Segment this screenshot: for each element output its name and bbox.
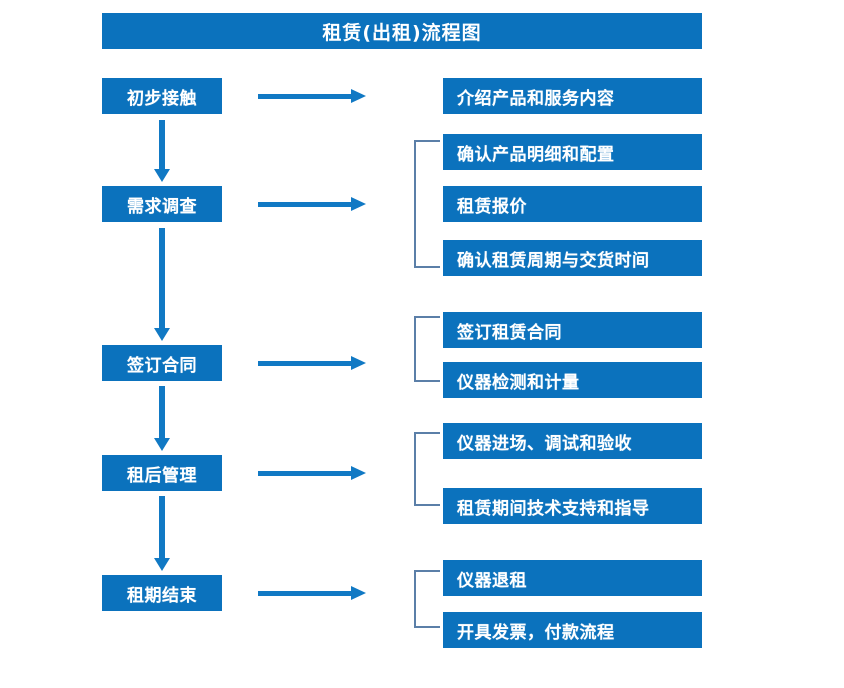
- vertical-arrow-stage1-to-stage2: [154, 120, 170, 182]
- vertical-arrow-stage3-to-stage4: [154, 386, 170, 451]
- detail-box-仪器进场调试和验收[interactable]: 仪器进场、调试和验收: [443, 423, 702, 459]
- diagram-title: 租赁(出租)流程图: [102, 13, 702, 49]
- group-bracket-签订合同: [414, 316, 440, 382]
- detail-box-租赁报价[interactable]: 租赁报价: [443, 186, 702, 222]
- horizontal-arrow-stage4: [258, 466, 366, 480]
- detail-box-仪器退租[interactable]: 仪器退租: [443, 560, 702, 596]
- detail-box-开具发票付款流程[interactable]: 开具发票，付款流程: [443, 612, 702, 648]
- horizontal-arrow-stage5: [258, 586, 366, 600]
- vertical-arrow-stage4-to-stage5: [154, 496, 170, 571]
- stage-box-签订合同[interactable]: 签订合同: [102, 345, 222, 381]
- detail-box-租赁期间技术支持和指导[interactable]: 租赁期间技术支持和指导: [443, 488, 702, 524]
- detail-box-签订租赁合同[interactable]: 签订租赁合同: [443, 312, 702, 348]
- group-bracket-租期结束: [414, 570, 440, 628]
- detail-box-确认租赁周期与交货时间[interactable]: 确认租赁周期与交货时间: [443, 240, 702, 276]
- horizontal-arrow-stage2: [258, 197, 366, 211]
- detail-box-确认产品明细和配置[interactable]: 确认产品明细和配置: [443, 134, 702, 170]
- horizontal-arrow-stage3: [258, 356, 366, 370]
- vertical-arrow-stage2-to-stage3: [154, 228, 170, 341]
- detail-box-介绍产品和服务内容[interactable]: 介绍产品和服务内容: [443, 78, 702, 114]
- stage-box-初步接触[interactable]: 初步接触: [102, 78, 222, 114]
- horizontal-arrow-stage1: [258, 89, 366, 103]
- group-bracket-需求调查: [414, 140, 440, 268]
- group-bracket-租后管理: [414, 432, 440, 506]
- stage-box-租期结束[interactable]: 租期结束: [102, 575, 222, 611]
- stage-box-需求调查[interactable]: 需求调查: [102, 186, 222, 222]
- stage-box-租后管理[interactable]: 租后管理: [102, 455, 222, 491]
- detail-box-仪器检测和计量[interactable]: 仪器检测和计量: [443, 362, 702, 398]
